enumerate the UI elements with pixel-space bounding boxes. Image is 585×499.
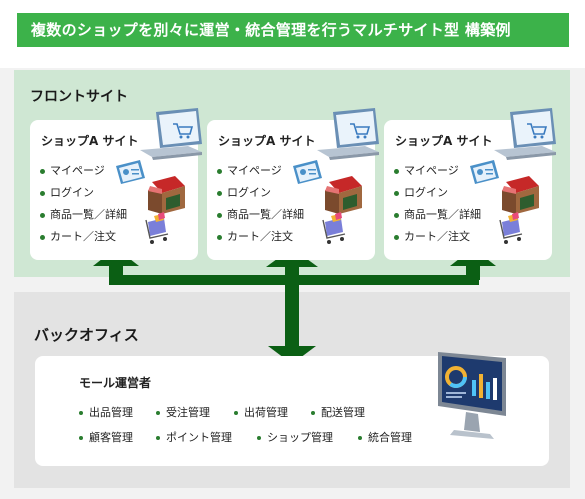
shop-illustration: [293, 108, 379, 244]
bullet-icon: [217, 212, 222, 218]
bullet-icon: [217, 190, 222, 196]
function-item: 受注管理: [156, 404, 210, 420]
shop-item: マイページ: [40, 162, 105, 178]
shop-item: マイページ: [217, 162, 282, 178]
shop-item: ログイン: [394, 184, 448, 200]
bullet-icon: [40, 168, 45, 174]
bullet-icon: [40, 190, 45, 196]
laptop-cart-icon: [494, 108, 556, 160]
shopping-cart-icon: [322, 212, 346, 244]
monitor-dashboard-icon: [438, 352, 506, 439]
shop-item: ログイン: [217, 184, 271, 200]
bullet-icon: [156, 411, 160, 415]
shop-name: ショップA サイト: [395, 134, 493, 148]
bullet-icon: [394, 234, 399, 240]
bullet-icon: [156, 436, 160, 440]
shop-item: カート／注文: [394, 228, 470, 244]
function-item: 配送管理: [311, 404, 365, 420]
shop-item: 商品一覧／詳細: [217, 206, 304, 222]
storefront-icon: [148, 176, 185, 214]
bullet-icon: [358, 436, 362, 440]
shop-item: 商品一覧／詳細: [394, 206, 481, 222]
shop-item: カート／注文: [40, 228, 116, 244]
page-title: 複数のショップを別々に運営・統合管理を行うマルチサイト型 構築例: [17, 13, 569, 47]
mall-operator-title: モール運営者: [79, 376, 152, 390]
function-item: 顧客管理: [79, 429, 133, 445]
shop-item: ログイン: [40, 184, 94, 200]
bullet-icon: [394, 168, 399, 174]
function-item: 出品管理: [79, 404, 133, 420]
id-card-icon: [470, 160, 499, 184]
shop-item: 商品一覧／詳細: [40, 206, 127, 222]
arrow-shaft-2: [285, 266, 299, 349]
arrow-shaft-1: [109, 265, 123, 280]
bullet-icon: [394, 190, 399, 196]
bullet-icon: [40, 212, 45, 218]
bullet-icon: [257, 436, 261, 440]
bullet-icon: [394, 212, 399, 218]
bullet-icon: [79, 436, 83, 440]
shop-illustration: [116, 108, 202, 244]
shop-item: マイページ: [394, 162, 459, 178]
arrow-shaft-3: [466, 265, 480, 280]
id-card-icon: [293, 160, 322, 184]
shop-illustration: [470, 108, 556, 244]
id-card-icon: [116, 160, 145, 184]
laptop-cart-icon: [317, 108, 379, 160]
front-site-label: フロントサイト: [30, 89, 128, 105]
bullet-icon: [79, 411, 83, 415]
arrow-head-2-down: [268, 346, 316, 364]
shop-name: ショップA サイト: [41, 134, 139, 148]
back-office-label: バックオフィス: [34, 326, 139, 344]
storefront-icon: [325, 176, 362, 214]
function-item: ショップ管理: [257, 429, 333, 445]
bullet-icon: [234, 411, 238, 415]
laptop-cart-icon: [140, 108, 202, 160]
bullet-icon: [40, 234, 45, 240]
bullet-icon: [311, 411, 315, 415]
shopping-cart-icon: [499, 212, 523, 244]
bullet-icon: [217, 168, 222, 174]
shop-item: カート／注文: [217, 228, 293, 244]
bullet-icon: [217, 234, 222, 240]
storefront-icon: [502, 176, 539, 214]
shop-name: ショップA サイト: [218, 134, 316, 148]
function-item: 統合管理: [358, 429, 412, 445]
function-item: ポイント管理: [156, 429, 232, 445]
shopping-cart-icon: [145, 212, 169, 244]
function-item: 出荷管理: [234, 404, 288, 420]
